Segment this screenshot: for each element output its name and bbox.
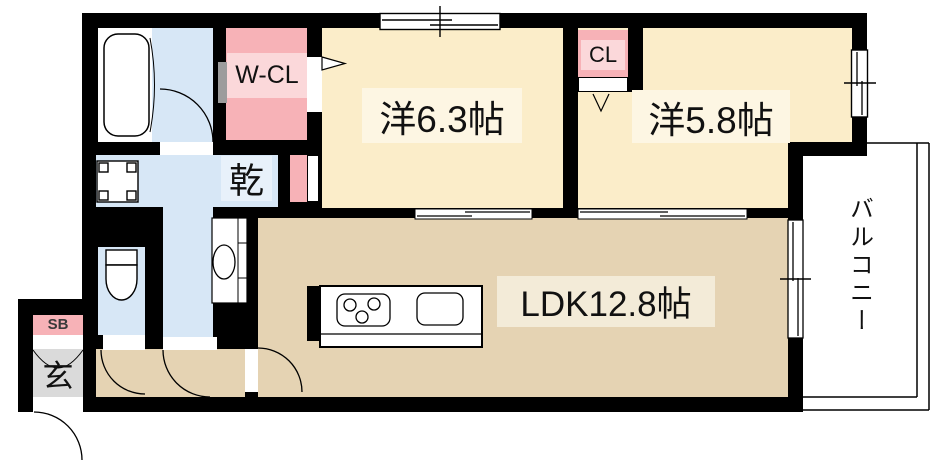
stove [336, 293, 391, 327]
label-drying-room: 乾 [221, 156, 272, 201]
wcl-door-swing-arrow [321, 56, 348, 71]
door-arc-toilet [100, 349, 146, 395]
label-bedroom1: 洋6.3帖 [362, 88, 522, 143]
balcony-sliding-door [780, 219, 811, 339]
bathroom-floor [152, 28, 213, 142]
door-arc-washroom [162, 349, 211, 398]
balcony-floor [803, 156, 917, 397]
wash-basin [211, 217, 248, 304]
washing-machine-pan [96, 160, 139, 203]
closet-side-wall [628, 28, 643, 92]
closet-folding-door [578, 77, 628, 92]
sliding-door-bedroom2 [577, 208, 748, 220]
shoe-box-step [33, 335, 83, 349]
shoe-box [33, 315, 83, 335]
label-closet: CL [581, 40, 625, 70]
toilet [105, 249, 138, 301]
door-arc-ldk [257, 347, 303, 393]
washroom-corridor-floor [163, 207, 213, 337]
label-bedroom2: 洋5.8帖 [632, 90, 790, 143]
closet-door-swing-arrow [592, 93, 610, 113]
kitchen-counter [307, 285, 483, 348]
balcony-fence [800, 142, 930, 411]
label-shoe-box: SB [47, 316, 69, 333]
storage-strip-floor [290, 155, 307, 202]
entrance-floor [33, 349, 83, 397]
door-arc-entrance [33, 411, 83, 461]
door-arcs [32, 88, 303, 461]
hallway-floor [96, 349, 245, 397]
sink [416, 292, 464, 326]
window-right [844, 49, 876, 118]
door-arc-bathroom [159, 88, 214, 143]
storage-strip-door [307, 155, 319, 202]
label-ldk: LDK12.8帖 [497, 276, 715, 327]
bathtub [103, 33, 155, 137]
wcl-door-panel [218, 62, 227, 103]
label-balcony: バルコニー [845, 196, 873, 336]
label-walk-in-closet: W-CL [227, 53, 307, 98]
sliding-door-bedroom1 [414, 208, 533, 220]
label-entrance: 玄 [42, 358, 74, 394]
entrance-step-curve [32, 349, 84, 369]
door-openings [33, 57, 322, 412]
window-top [379, 6, 501, 37]
